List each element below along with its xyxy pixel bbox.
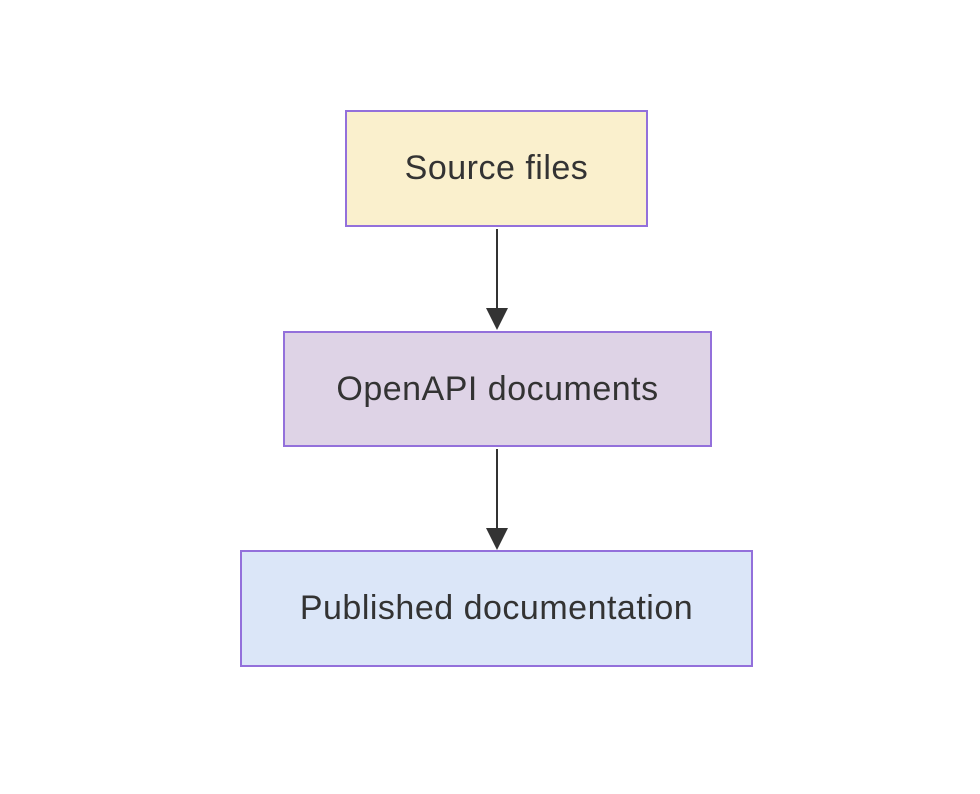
arrowhead-icon <box>486 528 508 550</box>
node-source-files: Source files <box>345 110 648 227</box>
node-label: Source files <box>404 149 589 187</box>
arrowhead-icon <box>486 308 508 330</box>
arrow-openapi-to-published <box>486 449 508 550</box>
arrow-source-to-openapi <box>486 229 508 330</box>
node-label: OpenAPI documents <box>336 369 659 408</box>
node-label: Published documentation <box>299 589 694 627</box>
node-published-documentation: Published documentation <box>240 550 753 667</box>
node-openapi-documents: OpenAPI documents <box>283 331 712 447</box>
